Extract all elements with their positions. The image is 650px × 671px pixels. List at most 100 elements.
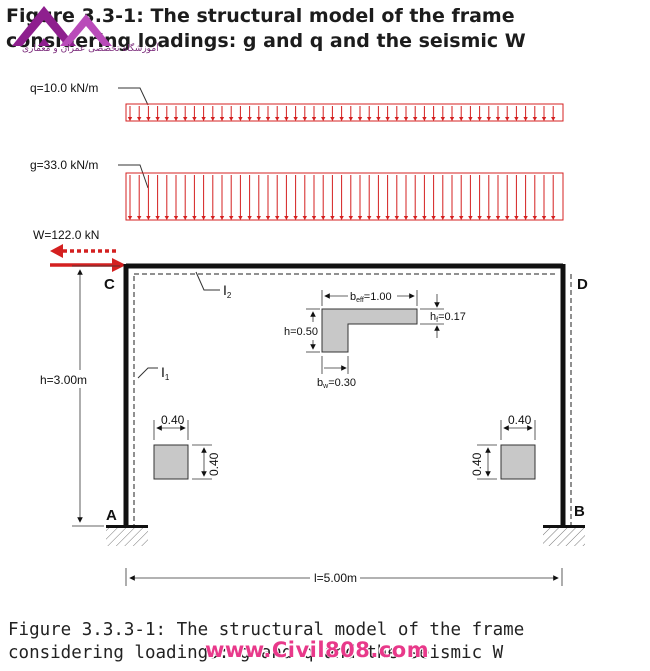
load-arrowhead	[477, 117, 482, 121]
load-arrowhead	[183, 216, 188, 220]
hf-label: hf=0.17	[430, 311, 466, 324]
load-arrowhead	[394, 117, 399, 121]
load-arrowhead	[541, 117, 547, 121]
load-arrowhead	[357, 216, 363, 220]
load-arrowhead	[422, 216, 427, 220]
load-arrowhead	[422, 117, 427, 121]
load-arrowhead	[486, 216, 491, 220]
load-arrowhead	[367, 216, 372, 220]
left-section-width: 0.40	[161, 413, 185, 427]
load-arrowhead	[293, 117, 298, 121]
load-arrowhead	[440, 216, 445, 220]
load-arrowhead	[137, 216, 142, 220]
load-arrowhead	[486, 117, 491, 121]
load-arrowhead	[551, 117, 556, 121]
load-arrowhead	[385, 117, 390, 121]
load-arrowhead	[532, 216, 537, 220]
load-arrowhead	[495, 216, 501, 220]
load-arrowhead	[256, 117, 261, 121]
beam-inertia-label: I2	[223, 282, 232, 300]
load-arrowhead	[173, 117, 179, 121]
h-label: h=0.50	[284, 326, 318, 338]
load-arrowhead	[367, 117, 372, 121]
load-arrowhead	[321, 216, 326, 220]
load-arrowhead	[247, 216, 252, 220]
load-arrowhead	[523, 117, 528, 121]
load-arrowhead	[238, 216, 243, 220]
load-arrowhead	[256, 216, 261, 220]
load-arrowhead	[505, 216, 510, 220]
watermark: www.Civil808.com	[205, 638, 430, 662]
beff-label: beff=1.00	[350, 291, 392, 304]
beam-t-section: beff=1.00 hf=0.17 h=0.50 bw=0.30	[284, 290, 466, 390]
load-arrowhead	[403, 117, 409, 121]
load-arrowhead	[330, 216, 335, 220]
load-arrowhead	[523, 216, 528, 220]
load-arrowhead	[403, 216, 409, 220]
load-arrowhead	[551, 216, 556, 220]
load-arrowhead	[468, 117, 473, 121]
load-arrowhead	[413, 216, 418, 220]
load-arrowhead	[192, 216, 197, 220]
logo-mark-icon	[12, 6, 112, 46]
right-section-width: 0.40	[508, 413, 532, 427]
load-arrowhead	[229, 117, 234, 121]
column-inertia-label: I1	[161, 364, 170, 382]
load-arrowhead	[431, 216, 436, 220]
load-arrowhead	[311, 216, 317, 220]
figure-title: Figure 3.3-1: The structural model of th…	[6, 5, 526, 52]
load-arrowhead	[440, 117, 445, 121]
length-dimension: l=5.00m	[125, 568, 563, 586]
load-arrowhead	[173, 216, 179, 220]
load-arrowhead	[210, 117, 215, 121]
support-b	[543, 525, 585, 528]
left-section-height: 0.40	[207, 452, 221, 476]
q-load-label: q=10.0 kN/m	[30, 81, 98, 95]
load-arrowhead	[201, 117, 206, 121]
load-arrowhead	[385, 216, 390, 220]
load-arrowhead	[311, 117, 317, 121]
load-arrowhead	[357, 117, 363, 121]
load-arrowhead	[459, 216, 464, 220]
load-arrowhead	[532, 117, 537, 121]
load-arrowhead	[477, 216, 482, 220]
figure-caption: Figure 3.3.3-1: The structural model of …	[8, 620, 525, 663]
height-dimension: h=3.00m	[40, 265, 120, 527]
load-arrowhead	[146, 117, 151, 121]
load-arrowhead	[348, 216, 353, 220]
load-arrowhead	[321, 117, 326, 121]
dead-load-g: g=33.0 kN/m	[30, 158, 564, 221]
load-arrowhead	[348, 117, 353, 121]
load-arrowhead	[449, 216, 455, 220]
load-arrowhead	[376, 117, 381, 121]
load-arrowhead	[302, 117, 307, 121]
w-arrow-right-icon	[112, 258, 126, 272]
w-arrow-left-icon	[50, 244, 63, 258]
load-arrowhead	[459, 117, 464, 121]
load-arrowhead	[339, 216, 344, 220]
node-c-label: C	[104, 276, 115, 293]
seismic-load-w: W=122.0 kN	[33, 228, 126, 272]
load-arrowhead	[275, 216, 280, 220]
portal-frame	[106, 263, 585, 546]
length-label: l=5.00m	[314, 571, 357, 585]
load-arrowhead	[275, 117, 280, 121]
g-load-label: g=33.0 kN/m	[30, 158, 98, 172]
load-arrowhead	[431, 117, 436, 121]
load-arrowhead	[505, 117, 510, 121]
load-arrowhead	[265, 216, 271, 220]
load-arrowhead	[238, 117, 243, 121]
load-arrowhead	[284, 216, 289, 220]
right-section-height: 0.40	[470, 452, 484, 476]
column-section-right: 0.40 0.40	[470, 413, 536, 480]
load-arrowhead	[164, 216, 169, 220]
load-arrowhead	[330, 117, 335, 121]
load-arrowhead	[229, 216, 234, 220]
load-arrowhead	[449, 117, 455, 121]
live-load-q: q=10.0 kN/m	[30, 81, 564, 122]
load-arrowhead	[192, 117, 197, 121]
load-arrowhead	[219, 216, 225, 220]
bw-label: bw=0.30	[317, 377, 356, 390]
load-arrowhead	[541, 216, 547, 220]
load-arrowhead	[514, 216, 519, 220]
